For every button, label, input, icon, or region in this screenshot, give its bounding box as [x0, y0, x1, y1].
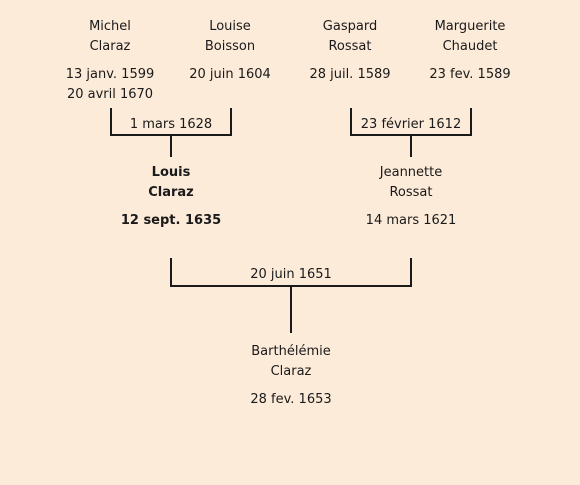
connector-right-vertical [470, 108, 472, 136]
person-dates: 13 janv. 1599 20 avril 1670 [40, 65, 180, 105]
birth-date: 23 fev. 1589 [429, 67, 511, 82]
connector-child-stem [170, 136, 172, 157]
person-dates: 28 fev. 1653 [221, 390, 361, 410]
person-first-name: Gaspard [322, 19, 378, 34]
person-louis-claraz: Louis Claraz 12 sept. 1635 [101, 163, 241, 231]
person-last-name: Boisson [204, 39, 256, 54]
marriage-date-louis-jeannette: 20 juin 1651 [250, 267, 332, 282]
birth-date: 28 fev. 1653 [250, 392, 332, 407]
person-dates: 23 fev. 1589 [400, 65, 540, 85]
marriage-date-michel-louise: 1 mars 1628 [129, 117, 213, 132]
connector-horizontal [170, 285, 412, 287]
person-first-name: Marguerite [434, 19, 506, 34]
person-first-name: Jeannette [379, 165, 443, 180]
person-last-name: Rossat [389, 185, 433, 200]
connector-right-vertical [410, 258, 412, 287]
connector-left-vertical [170, 258, 172, 287]
birth-date: 13 janv. 1599 [65, 67, 155, 82]
person-dates: 28 juil. 1589 [280, 65, 420, 85]
birth-date: 12 sept. 1635 [120, 213, 222, 228]
person-marguerite-chaudet: Marguerite Chaudet 23 fev. 1589 [400, 17, 540, 85]
connector-child-stem [410, 136, 412, 157]
birth-date: 14 mars 1621 [365, 213, 457, 228]
person-dates: 12 sept. 1635 [101, 211, 241, 231]
connector-right-vertical [230, 108, 232, 136]
person-last-name: Rossat [328, 39, 372, 54]
person-first-name: Barthélémie [251, 344, 331, 359]
connector-child-stem [290, 287, 292, 333]
connector-left-vertical [110, 108, 112, 136]
person-dates: 14 mars 1621 [341, 211, 481, 231]
person-barthelemie-claraz: Barthélémie Claraz 28 fev. 1653 [221, 342, 361, 410]
connector-left-vertical [350, 108, 352, 136]
person-jeannette-rossat: Jeannette Rossat 14 mars 1621 [341, 163, 481, 231]
connector-horizontal [110, 134, 232, 136]
person-last-name: Claraz [148, 185, 194, 200]
person-michel-claraz: Michel Claraz 13 janv. 1599 20 avril 167… [40, 17, 180, 105]
birth-date: 28 juil. 1589 [309, 67, 391, 82]
person-first-name: Michel [89, 19, 131, 34]
death-date: 20 avril 1670 [66, 87, 154, 102]
connector-horizontal [350, 134, 472, 136]
person-last-name: Claraz [89, 39, 131, 54]
marriage-date-gaspard-marguerite: 23 février 1612 [360, 117, 462, 132]
person-louise-boisson: Louise Boisson 20 juin 1604 [160, 17, 300, 85]
person-first-name: Louise [209, 19, 251, 34]
person-last-name: Chaudet [442, 39, 498, 54]
birth-date: 20 juin 1604 [189, 67, 271, 82]
person-dates: 20 juin 1604 [160, 65, 300, 85]
person-last-name: Claraz [270, 364, 312, 379]
person-gaspard-rossat: Gaspard Rossat 28 juil. 1589 [280, 17, 420, 85]
person-first-name: Louis [151, 165, 191, 180]
